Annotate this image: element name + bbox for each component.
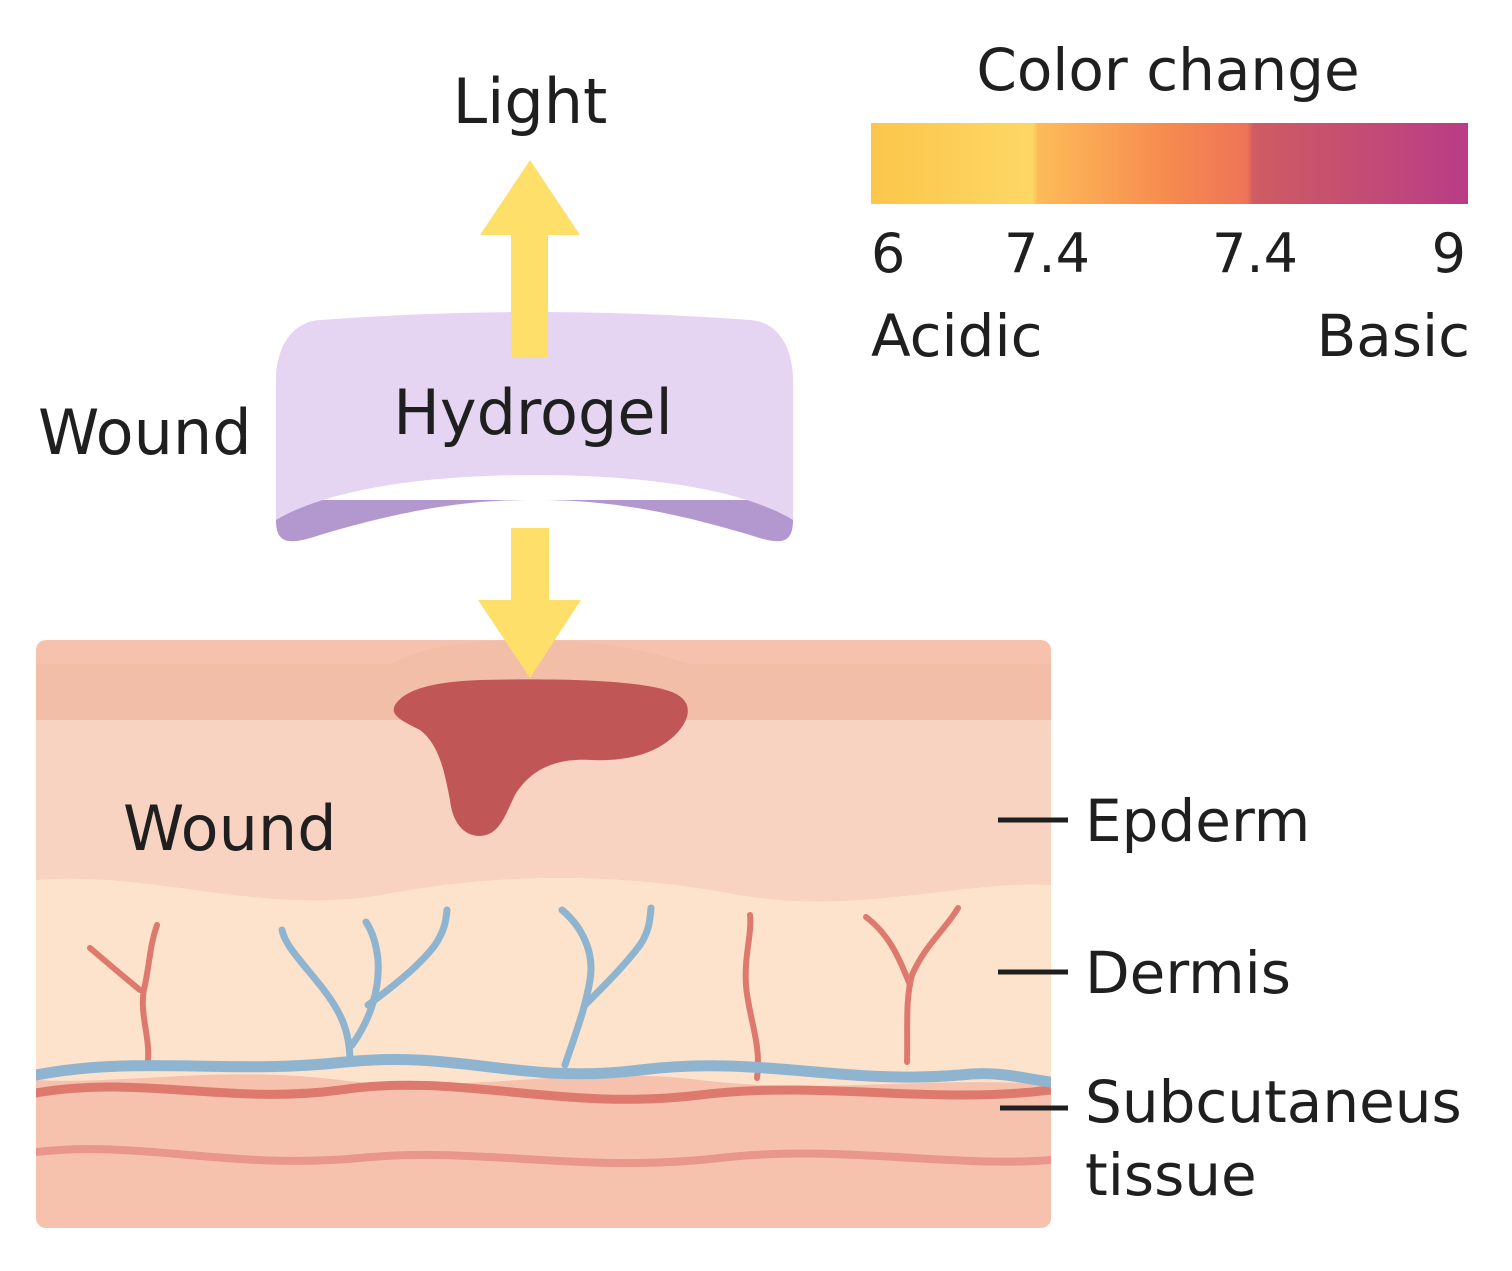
color-scale-title: Color change bbox=[976, 36, 1359, 104]
hydrogel-bottom-rim bbox=[276, 500, 793, 542]
dermis-label: Dermis bbox=[1085, 939, 1291, 1007]
wound-blood bbox=[393, 679, 688, 836]
basic-label: Basic bbox=[1316, 302, 1470, 370]
color-scale-bar bbox=[871, 123, 1468, 204]
dermis-layer bbox=[36, 877, 1051, 1086]
color-scale-tick-9: 9 bbox=[1432, 222, 1466, 285]
vein-blue-main bbox=[36, 1053, 1051, 1088]
epidermis-label: Epderm bbox=[1085, 787, 1310, 855]
subcutaneous-label-line1: Subcutaneus bbox=[1085, 1068, 1462, 1136]
hydrogel-pad bbox=[276, 312, 793, 542]
capillary-red-2 bbox=[742, 912, 761, 1081]
hydrogel-label: Hydrogel bbox=[393, 376, 672, 449]
light-label: Light bbox=[453, 65, 608, 138]
vessel-blue-1 bbox=[278, 926, 354, 1066]
capillary-red-3 bbox=[904, 905, 961, 1065]
vessel-blue-1-branch-b bbox=[364, 906, 451, 1009]
wound-label-left: Wound bbox=[38, 396, 252, 469]
color-scale-tick-6: 6 bbox=[871, 222, 905, 285]
arrow-down-to-wound bbox=[478, 528, 581, 678]
light-arrow-up bbox=[480, 160, 580, 357]
subcutaneous-line-upper bbox=[36, 1080, 1051, 1104]
skin-cross-section bbox=[36, 640, 1051, 1228]
hydrogel-body bbox=[276, 312, 793, 520]
capillary-red-1-branch bbox=[87, 945, 143, 993]
acidic-label: Acidic bbox=[871, 302, 1042, 370]
subcutaneous-line-lower bbox=[36, 1145, 1051, 1168]
color-scale-tick-7-4-b: 7.4 bbox=[1212, 222, 1298, 285]
subcutaneous-label-line2: tissue bbox=[1085, 1141, 1257, 1209]
epidermis-layer bbox=[36, 664, 1051, 902]
vessel-blue-1-branch-a bbox=[348, 918, 382, 1049]
capillary-red-1 bbox=[139, 922, 160, 1063]
wound-label-skin: Wound bbox=[123, 792, 337, 865]
color-scale-tick-7-4-a: 7.4 bbox=[1004, 222, 1090, 285]
capillary-red-3-branch bbox=[863, 914, 913, 988]
vessel-blue-2 bbox=[558, 906, 595, 1069]
vessel-blue-2-branch bbox=[581, 904, 655, 1009]
